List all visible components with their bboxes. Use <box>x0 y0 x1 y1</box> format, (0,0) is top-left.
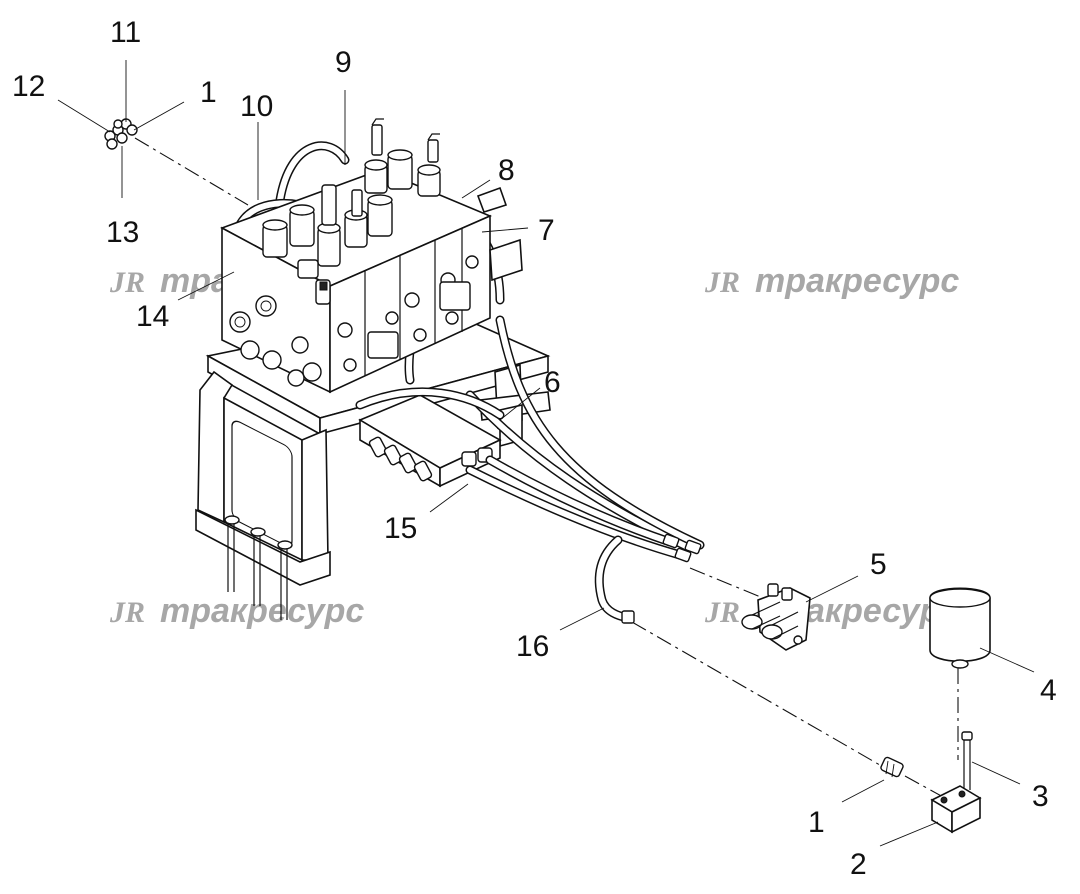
callout-6: 6 <box>544 366 561 399</box>
callout-16: 16 <box>516 630 549 663</box>
filter-canister <box>929 587 991 669</box>
callout-4: 4 <box>1040 674 1057 707</box>
callout-15: 15 <box>384 512 417 545</box>
callout-12: 12 <box>12 70 45 103</box>
callout-10: 10 <box>240 90 273 123</box>
callout-7: 7 <box>538 214 555 247</box>
main-control-valve <box>220 118 523 394</box>
watermark-3: JR тракресурс <box>109 592 364 630</box>
hose-bundle <box>230 141 705 624</box>
callout-11: 11 <box>110 16 141 49</box>
watermark-logo: JR <box>109 266 145 299</box>
callout-1-upper: 1 <box>200 76 217 109</box>
callout-1-lower: 1 <box>808 806 825 839</box>
bolt <box>961 731 973 790</box>
watermark-text: тракресурс <box>755 262 959 300</box>
callout-labels: 11 12 1 13 10 9 8 7 14 6 15 5 16 4 3 1 2 <box>12 16 1057 881</box>
watermark-logo: JR <box>704 596 740 629</box>
manifold-bracket <box>741 583 811 651</box>
tee-fitting-cluster <box>104 118 138 150</box>
callout-8: 8 <box>498 154 515 187</box>
pilot-valve-block <box>358 394 502 488</box>
watermark-text: тракресурс <box>160 592 364 630</box>
callout-3: 3 <box>1032 780 1049 813</box>
callout-2: 2 <box>850 848 867 881</box>
callout-13: 13 <box>106 216 139 249</box>
watermark-logo: JR <box>704 266 740 299</box>
watermark-logo: JR <box>109 596 145 629</box>
watermark-2: JR тракресурс <box>704 262 959 300</box>
filter-head-block <box>930 785 982 834</box>
adapter-fitting <box>880 756 904 778</box>
callout-14: 14 <box>136 300 169 333</box>
assembly-lines <box>134 137 959 799</box>
leader-lines <box>57 60 1035 847</box>
callout-9: 9 <box>335 46 352 79</box>
callout-5: 5 <box>870 548 887 581</box>
